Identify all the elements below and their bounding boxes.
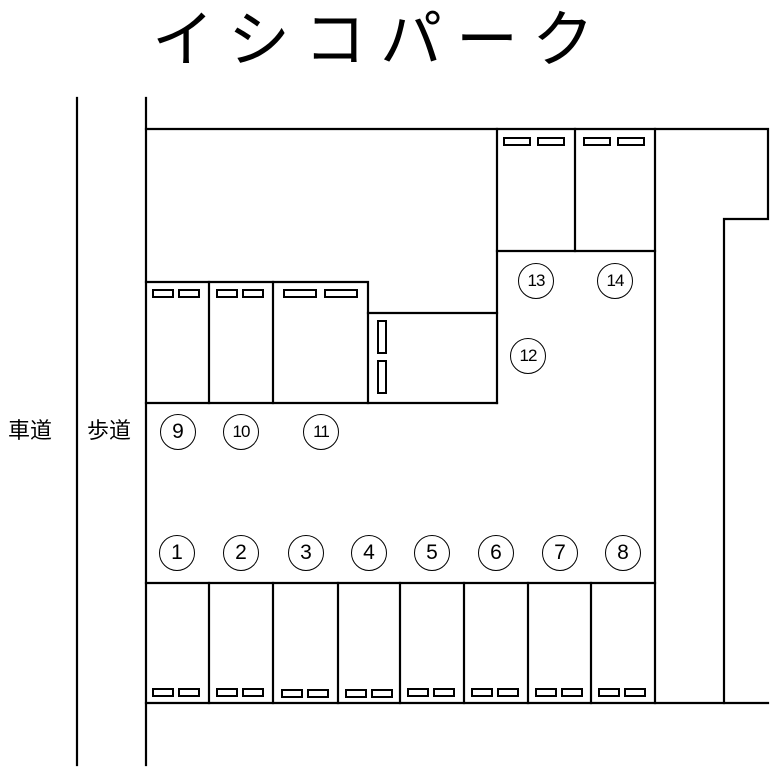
parking-lot-title: イシコパーク	[151, 3, 608, 76]
spot-number-14: 14	[597, 263, 633, 299]
spot-number-2: 2	[223, 535, 259, 571]
spot-number-13: 13	[518, 263, 554, 299]
upper-left-block	[144, 280, 370, 405]
lot-outer-boundary	[144, 127, 770, 705]
spot-number-7: 7	[542, 535, 578, 571]
spot-number-4: 4	[351, 535, 387, 571]
sidewalk-label: 歩道	[87, 419, 132, 444]
spot-number-10: 10	[223, 414, 259, 450]
wheel-stops	[152, 137, 646, 698]
spot-number-9: 9	[160, 414, 196, 450]
roadway-label: 車道	[8, 419, 53, 444]
spot-number-12: 12	[510, 338, 546, 374]
spot-number-1: 1	[159, 535, 195, 571]
spot-number-6: 6	[478, 535, 514, 571]
spot-number-11: 11	[303, 414, 339, 450]
spot-number-8: 8	[605, 535, 641, 571]
spot-number-5: 5	[414, 535, 450, 571]
spot-number-3: 3	[288, 535, 324, 571]
